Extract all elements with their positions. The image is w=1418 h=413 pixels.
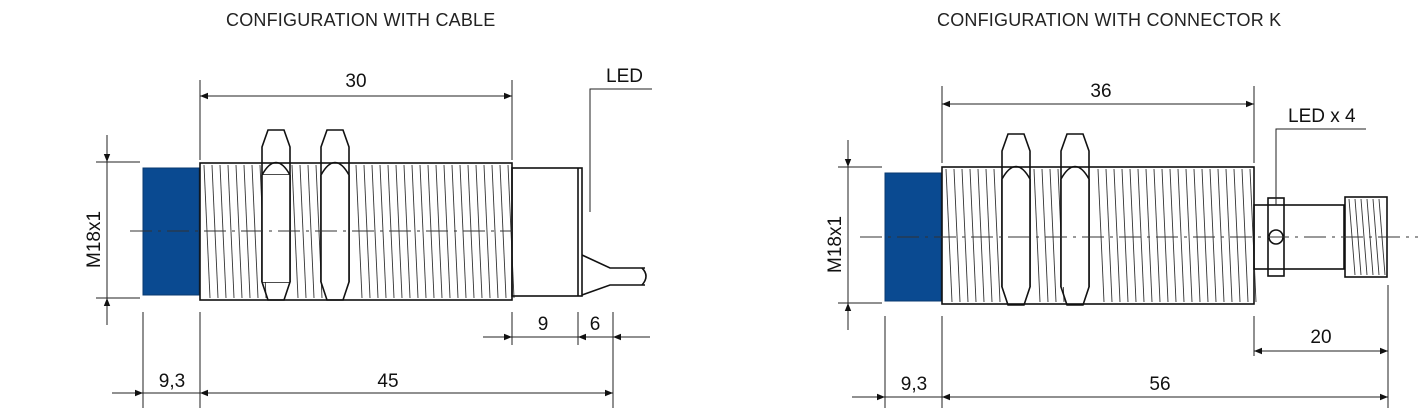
led-leader-right: [1275, 128, 1366, 205]
nut-right-2: [1060, 133, 1090, 306]
led-leader-left: [589, 88, 652, 212]
cable-sensor-drawing: 30 LED M18x1 9 6 9,3 45: [84, 66, 652, 408]
dim-cable-housing: 9: [538, 314, 549, 335]
title-cable-config: CONFIGURATION WITH CABLE: [226, 10, 496, 30]
rear-housing-left: [511, 167, 583, 297]
dim-front-right: 9,3: [901, 374, 927, 395]
dim-total-right: 56: [1149, 374, 1170, 395]
dim-connector: 20: [1310, 327, 1331, 348]
connector-sensor-drawing: 36 LED x 4 M18x1 20 9,3 56: [825, 81, 1418, 408]
dim-top-left: 30: [345, 71, 366, 92]
nut-left-2: [320, 129, 350, 301]
dim-cable-end: 6: [590, 314, 601, 335]
dim-total-left: 45: [377, 371, 398, 392]
led-label-right: LED x 4: [1288, 106, 1356, 127]
cable: [581, 254, 645, 296]
nut-right-1: [1001, 133, 1031, 306]
thread-label-right: M18x1: [825, 216, 846, 273]
thread-label-left: M18x1: [84, 211, 105, 268]
dim-top-right: 36: [1090, 81, 1111, 102]
dim-front-left: 9,3: [159, 371, 185, 392]
threaded-body-right: [941, 166, 1257, 305]
title-connector-config: CONFIGURATION WITH CONNECTOR K: [937, 10, 1282, 30]
nut-left-1: [261, 129, 291, 301]
led-label-left: LED: [606, 66, 643, 87]
